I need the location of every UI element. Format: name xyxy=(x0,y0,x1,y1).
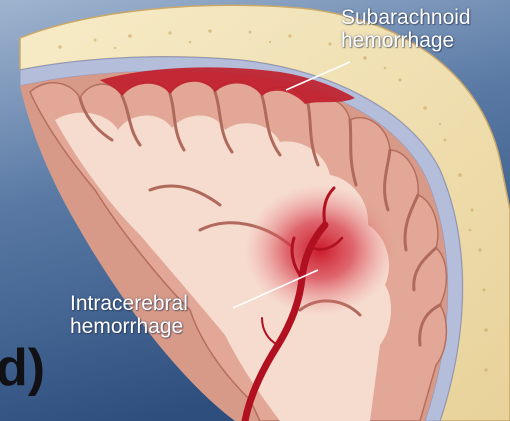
intracerebral-hemorrhage-label: Intracerebral hemorrhage xyxy=(70,292,188,338)
subarachnoid-label-line1: Subarachnoid xyxy=(341,6,471,29)
subarachnoid-hemorrhage-label: Subarachnoid hemorrhage xyxy=(341,6,471,52)
intracerebral-label-line2: hemorrhage xyxy=(70,315,188,338)
intracerebral-label-line1: Intracerebral xyxy=(70,292,188,315)
subarachnoid-label-line2: hemorrhage xyxy=(341,29,471,52)
panel-letter-fragment: d) xyxy=(0,340,45,396)
